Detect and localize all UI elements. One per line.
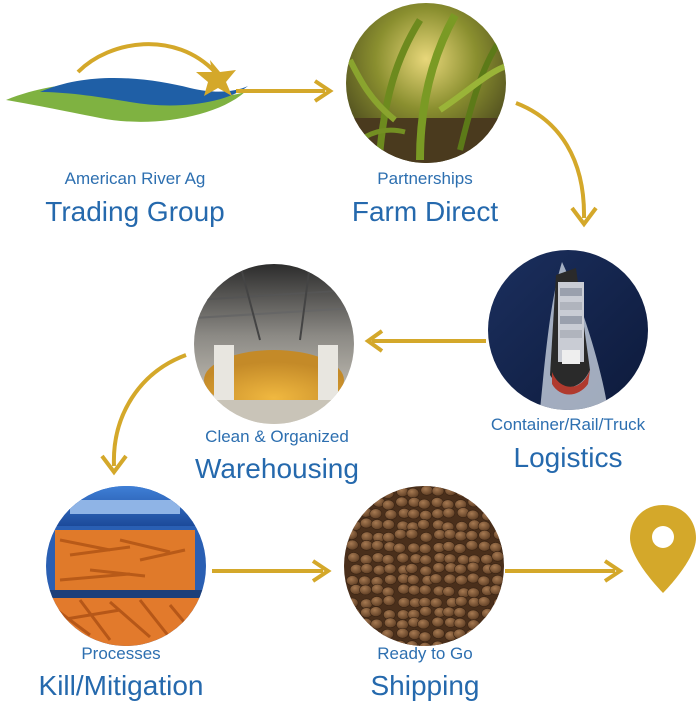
warehouse-photo [194,264,354,424]
arrow-trading-to-farm [236,79,334,103]
arrow-kill-to-shipping [212,559,332,583]
farm-title: Farm Direct [351,196,499,227]
logistics-title: Logistics [513,442,623,473]
arrow-logistics-to-warehousing [364,329,486,353]
warehousing-caption: Clean & Organized [205,427,349,446]
kill-title: Kill/Mitigation [38,670,204,701]
farm-caption: Partnerships [377,169,473,188]
warehousing-title: Warehousing [195,453,359,484]
shipping-title: Shipping [370,670,480,701]
corn-field-photo [346,3,506,163]
pellets-photo [344,486,504,646]
shipping-caption: Ready to Go [377,644,473,663]
kill-caption: Processes [81,644,161,663]
logo-icon [6,42,248,122]
trading-title: Trading Group [45,196,225,227]
arrow-farm-to-logistics [515,101,598,228]
arrow-warehousing-to-kill [100,353,187,476]
carrot-processing-photo [46,486,206,646]
arrow-shipping-to-destination [505,559,624,583]
logistics-caption: Container/Rail/Truck [490,415,646,434]
trading-caption: American River Ag [64,169,206,188]
cargo-ship-photo [488,250,648,410]
location-pin-icon [630,505,696,593]
